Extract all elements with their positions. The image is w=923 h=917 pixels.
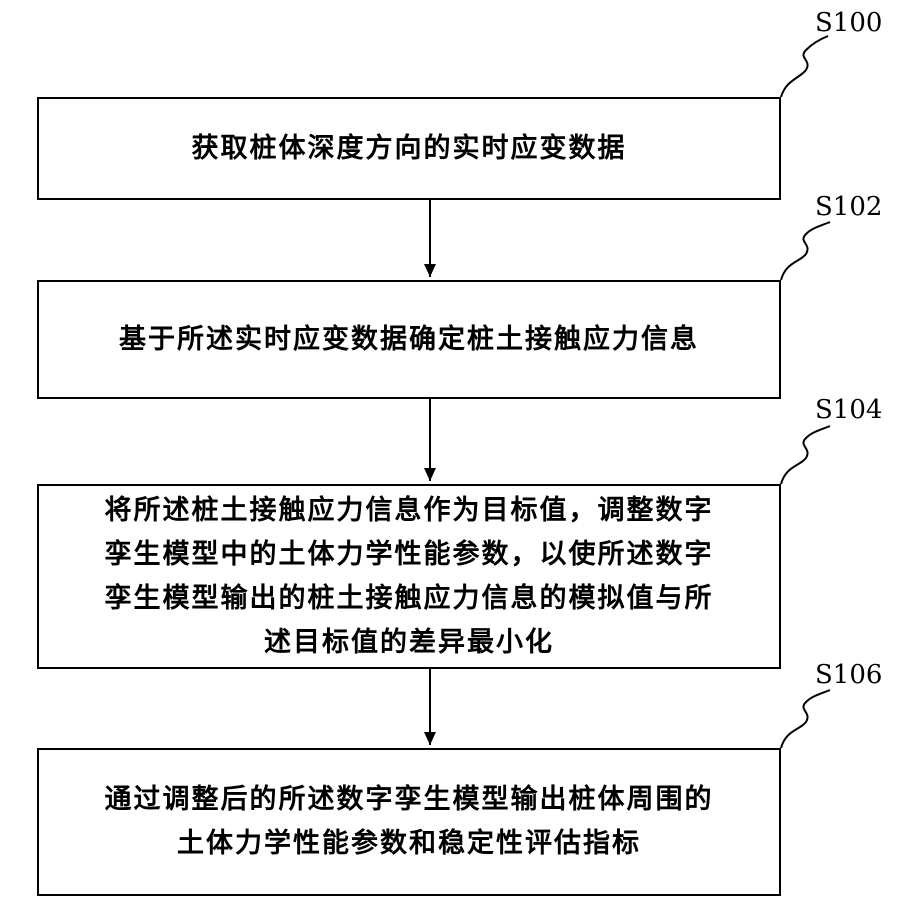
leader-line-s106 <box>781 690 830 748</box>
leader-line-s102 <box>781 222 830 280</box>
leader-line-s104 <box>781 426 830 484</box>
step-box-s102: 基于所述实时应变数据确定桩土接触应力信息 <box>37 280 781 399</box>
step-label-s104: S104 <box>815 395 882 425</box>
step-label-s100: S100 <box>815 8 882 38</box>
step-text-s106: 通过调整后的所述数字孪生模型输出桩体周围的 土体力学性能参数和稳定性评估指标 <box>105 778 714 866</box>
step-label-s102: S102 <box>815 192 882 222</box>
step-text-s100: 获取桩体深度方向的实时应变数据 <box>192 127 627 171</box>
step-box-s100: 获取桩体深度方向的实时应变数据 <box>37 97 781 200</box>
leader-line-s100 <box>781 36 828 97</box>
step-box-s104: 将所述桩土接触应力信息作为目标值，调整数字 孪生模型中的土体力学性能参数，以使所… <box>37 484 781 669</box>
step-label-s106: S106 <box>815 660 882 690</box>
step-text-s104: 将所述桩土接触应力信息作为目标值，调整数字 孪生模型中的土体力学性能参数，以使所… <box>105 489 714 665</box>
step-text-s102: 基于所述实时应变数据确定桩土接触应力信息 <box>119 318 699 362</box>
step-box-s106: 通过调整后的所述数字孪生模型输出桩体周围的 土体力学性能参数和稳定性评估指标 <box>37 748 781 896</box>
